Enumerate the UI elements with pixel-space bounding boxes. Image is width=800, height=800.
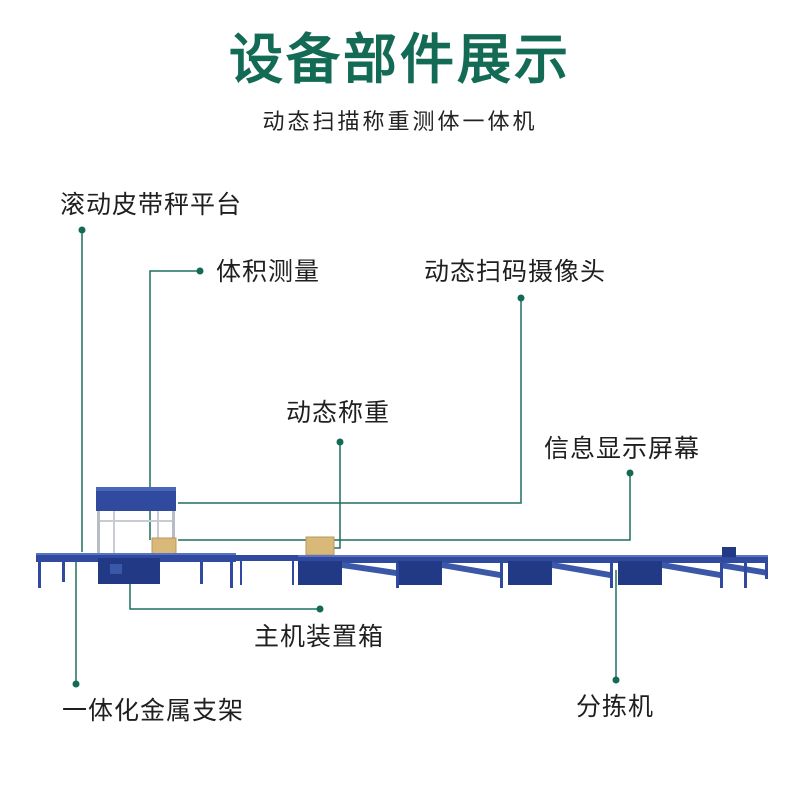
dot-info-display	[626, 469, 634, 477]
sorter-leg-3	[610, 563, 613, 588]
sorter-line	[298, 555, 768, 563]
gantry-inner-leg-right	[157, 511, 159, 556]
main-box	[98, 558, 160, 584]
chute-2	[442, 562, 500, 578]
page-title: 设备部件展示	[229, 28, 571, 91]
sorter-module-3	[508, 561, 552, 585]
dot-main-control-box	[316, 605, 324, 613]
parcel-on-scale	[305, 536, 335, 556]
sorter-module-1	[298, 561, 342, 585]
label-info-display: 信息显示屏幕	[544, 434, 701, 463]
chute-3	[552, 562, 610, 578]
sorter-leg-6	[765, 563, 768, 579]
weigh-conveyor	[236, 555, 298, 561]
sorter-module-2	[398, 561, 442, 585]
label-volume-measure: 体积测量	[216, 257, 321, 286]
sorter-leg-5	[744, 563, 747, 588]
label-roller-belt-scale: 滚动皮带秤平台	[60, 190, 243, 219]
dot-dynamic-scan-camera	[517, 294, 525, 302]
leader-dynamic-scan-camera	[178, 298, 522, 504]
dot-sorter	[612, 676, 620, 684]
infeed-conveyor-top	[36, 553, 236, 555]
infeed-conveyor	[36, 553, 236, 562]
sorter-line-top	[298, 555, 768, 557]
leader-volume-measure	[149, 270, 200, 540]
leader-info-display	[178, 473, 631, 541]
label-dynamic-weighing: 动态称重	[286, 398, 391, 427]
gantry-leg-left	[97, 511, 100, 559]
leader-main-control-box	[129, 578, 320, 610]
infeed-leg-1	[38, 562, 41, 588]
weigh-leg-2	[292, 561, 294, 585]
sorter-leg-1	[396, 563, 399, 588]
label-metal-frame: 一体化金属支架	[62, 696, 245, 725]
leader-dynamic-weighing	[306, 442, 341, 549]
main-box-panel	[110, 564, 122, 574]
gantry-crossbar	[100, 520, 172, 522]
sorter-leg-2	[500, 563, 503, 588]
chute-1	[342, 562, 396, 576]
leader-dots	[72, 226, 634, 688]
dot-volume-measure	[196, 267, 204, 275]
infeed-leg-2	[62, 562, 65, 582]
label-dynamic-scan-camera: 动态扫码摄像头	[424, 257, 607, 286]
info-display-screen	[722, 547, 736, 557]
dot-dynamic-weighing	[336, 438, 344, 446]
leader-lines	[75, 230, 631, 684]
gantry-top-highlight	[96, 487, 176, 491]
infeed-leg-4	[230, 562, 233, 588]
weigh-leg-1	[240, 561, 242, 585]
infeed-leg-3	[200, 562, 203, 584]
label-main-control-box: 主机装置箱	[254, 622, 385, 651]
dot-roller-belt-scale	[78, 226, 86, 234]
gantry-inner-leg-left	[113, 511, 115, 556]
sorting-machine-illustration	[36, 487, 768, 588]
parcel-under-gantry	[151, 537, 177, 555]
sorter-leg-4	[720, 563, 723, 588]
label-sorter: 分拣机	[576, 692, 655, 721]
gantry-leg-right	[172, 511, 175, 559]
sorter-module-4	[618, 561, 662, 585]
dot-metal-frame	[72, 680, 80, 688]
page-subtitle: 动态扫描称重测体一体机	[262, 110, 538, 135]
chute-4	[662, 562, 720, 578]
